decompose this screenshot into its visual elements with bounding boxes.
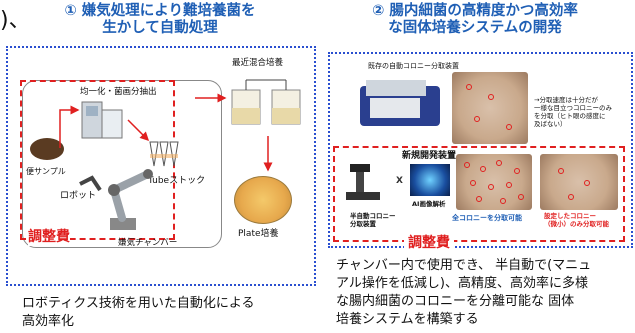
left-caption-line2: 高効率化: [22, 314, 75, 329]
robot-label: ロボット: [60, 191, 97, 201]
semi-auto-label: 半自動コロニー 分取装置: [350, 212, 396, 228]
semi-auto-device-image: [340, 162, 386, 202]
left-adjust-label: 調整費: [28, 226, 70, 246]
homogenize-label: 均一化・菌画分抽出: [80, 87, 157, 97]
tube-label: Tubeストック: [148, 176, 206, 186]
existing-device-image: [356, 76, 444, 132]
plate-culture-icon: [234, 176, 292, 224]
right-caption: チャンバー内で使用でき、 半自動で(マニュ アル操作を低減し)、高精度、高効率に…: [336, 257, 633, 329]
right-caption-line3: な腸内細菌のコロニーを分離可能な 固体: [336, 294, 575, 309]
bracket-fragment: )、: [0, 8, 31, 33]
tube-icon: [149, 141, 179, 167]
ai-analysis-icon: [410, 164, 450, 196]
right-panel: [328, 52, 633, 248]
semi-auto-line1: 半自動コロニー: [350, 212, 396, 220]
right-title-line1: ② 腸内細菌の高精度かつ高効率: [372, 3, 578, 19]
all-colony-label: 全コロニーを分取可能: [452, 214, 522, 222]
left-title-line1: ① 嫌気処理により難培養菌を: [64, 3, 256, 19]
ai-label: AI画像解析: [412, 200, 446, 208]
right-caption-line2: アル操作を低減し)、高精度、高効率に多様: [336, 276, 588, 291]
new-device-label: 新規開発装置: [402, 151, 457, 161]
picker-device-icon: [360, 80, 440, 126]
robot-icon: [79, 169, 153, 230]
right-caption-line4: 培養システムを構築する: [336, 312, 479, 327]
semi-auto-line2: 分取装置: [350, 220, 376, 228]
existing-note-line2: 一様な目立つコロニーのみ: [534, 104, 612, 112]
flask-icon: [231, 79, 301, 125]
chamber-label: 嫌気チャンバー: [118, 238, 178, 248]
existing-dish: [452, 72, 528, 144]
recent-culture-label: 最近混合培養: [232, 58, 284, 68]
existing-note-line3: を分取（ヒト眼の感度に: [534, 112, 606, 120]
left-arrows: [59, 93, 273, 172]
culture-flasks: [228, 78, 308, 132]
right-title-line2: な固体培養システムの開発: [388, 20, 562, 36]
stool-label: 便サンプル: [26, 167, 66, 176]
set-colony-line1: 設定したコロニー: [544, 212, 596, 220]
right-adjust-label: 調整費: [404, 232, 454, 252]
homogenizer-icon: [81, 101, 123, 139]
left-panel: [6, 46, 316, 286]
right-title: ② 腸内細菌の高精度かつ高効率 な固体培養システムの開発: [330, 3, 620, 37]
stool-sample-icon: [30, 138, 64, 160]
set-colony-line2: （微小）のみ分取可能: [544, 220, 609, 228]
tube-stock-icon: [148, 140, 182, 170]
set-colony-label: 設定したコロニー （微小）のみ分取可能: [544, 212, 609, 228]
cross-mark: X: [396, 176, 403, 186]
right-adjust-box: [333, 146, 625, 242]
new-dish-set: [540, 154, 618, 210]
robot-arm-icon: [70, 160, 170, 232]
microscope-icon: [346, 164, 380, 200]
homogenizer-device: [80, 100, 126, 142]
existing-note-line1: →分取速度は十分だが: [534, 96, 598, 104]
existing-note: →分取速度は十分だが 一様な目立つコロニーのみ を分取（ヒト眼の感度に 及ばない…: [534, 96, 630, 128]
left-caption-line1: ロボティクス技術を用いた自動化による: [22, 296, 255, 311]
existing-note-line4: 及ばない）: [534, 120, 567, 128]
right-caption-line1: チャンバー内で使用でき、 半自動で(マニュ: [336, 258, 592, 273]
left-caption: ロボティクス技術を用いた自動化による 高効率化: [22, 295, 254, 331]
left-title: ① 嫌気処理により難培養菌を 生かして自動処理: [40, 3, 280, 37]
left-title-line2: 生かして自動処理: [102, 20, 218, 36]
plate-label: Plate培養: [238, 229, 279, 239]
existing-device-label: 既存の自動コロニー分取装置: [368, 62, 459, 70]
new-dish-all: [456, 154, 532, 210]
